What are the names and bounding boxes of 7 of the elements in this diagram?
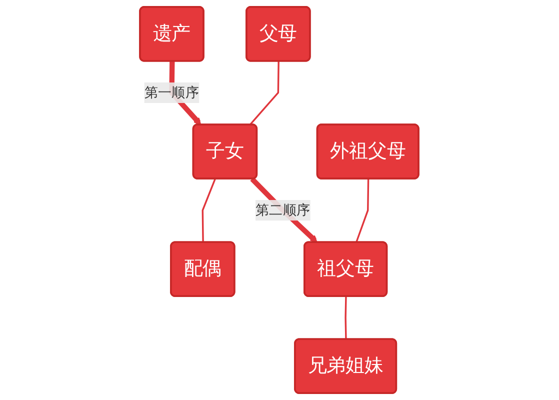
edge-label: 第一顺序 [144,84,200,100]
edge-label: 第二顺序 [256,202,311,218]
connector [344,296,348,340]
connector [202,178,216,242]
arrow [250,177,318,243]
connector [356,178,370,243]
connector [249,61,280,126]
